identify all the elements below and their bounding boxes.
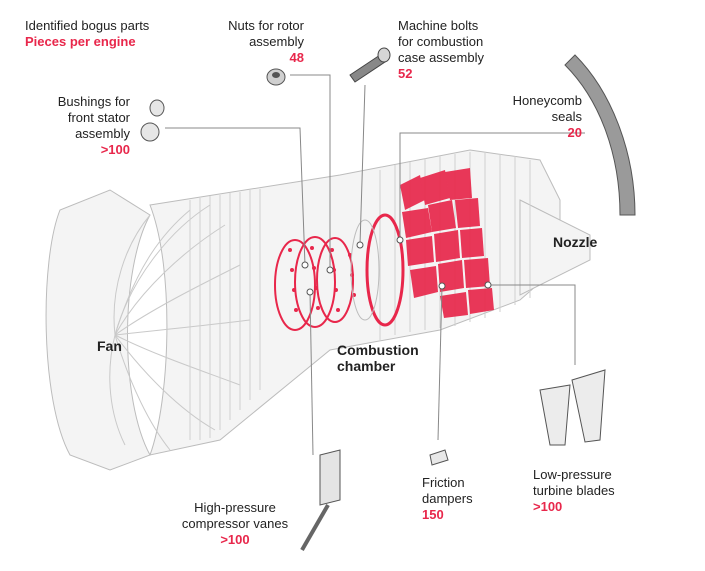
turbine-blade-icon <box>539 369 606 446</box>
engine-body <box>45 149 591 471</box>
bolt-icon <box>349 47 391 83</box>
friction-damper-icon <box>429 449 449 466</box>
label-bushings: Bushings for front stator assembly >100 <box>57 94 130 157</box>
leader-dots <box>301 236 492 296</box>
bushing-icon <box>140 99 165 142</box>
section-nozzle: Nozzle <box>553 234 598 250</box>
honeycomb-seal <box>564 54 636 216</box>
nut-icon <box>266 68 286 86</box>
legend: Identified bogus parts Pieces per engine <box>25 18 149 50</box>
label-dampers: Friction dampers 150 <box>422 475 473 522</box>
label-bolts: Machine bolts for combustion case assemb… <box>398 18 484 81</box>
compressor-vane-highlight <box>274 236 354 331</box>
section-fan: Fan <box>97 338 122 354</box>
label-honeycomb: Honeycomb seals 20 <box>512 93 582 140</box>
combustion-case <box>350 213 405 327</box>
label-blades: Low-pressure turbine blades >100 <box>533 467 615 514</box>
legend-subtitle: Pieces per engine <box>25 34 136 49</box>
turbine-blade-highlight <box>400 168 494 318</box>
legend-title: Identified bogus parts <box>25 18 150 33</box>
label-vanes: High-pressure compressor vanes >100 <box>181 500 289 547</box>
section-combustion: Combustion chamber <box>337 342 419 374</box>
label-nuts: Nuts for rotor assembly 48 <box>228 18 304 65</box>
compressor-blades <box>189 189 261 440</box>
leader-lines <box>165 74 585 456</box>
fan-blades <box>109 204 251 451</box>
compressor-vane-icon <box>300 449 341 552</box>
